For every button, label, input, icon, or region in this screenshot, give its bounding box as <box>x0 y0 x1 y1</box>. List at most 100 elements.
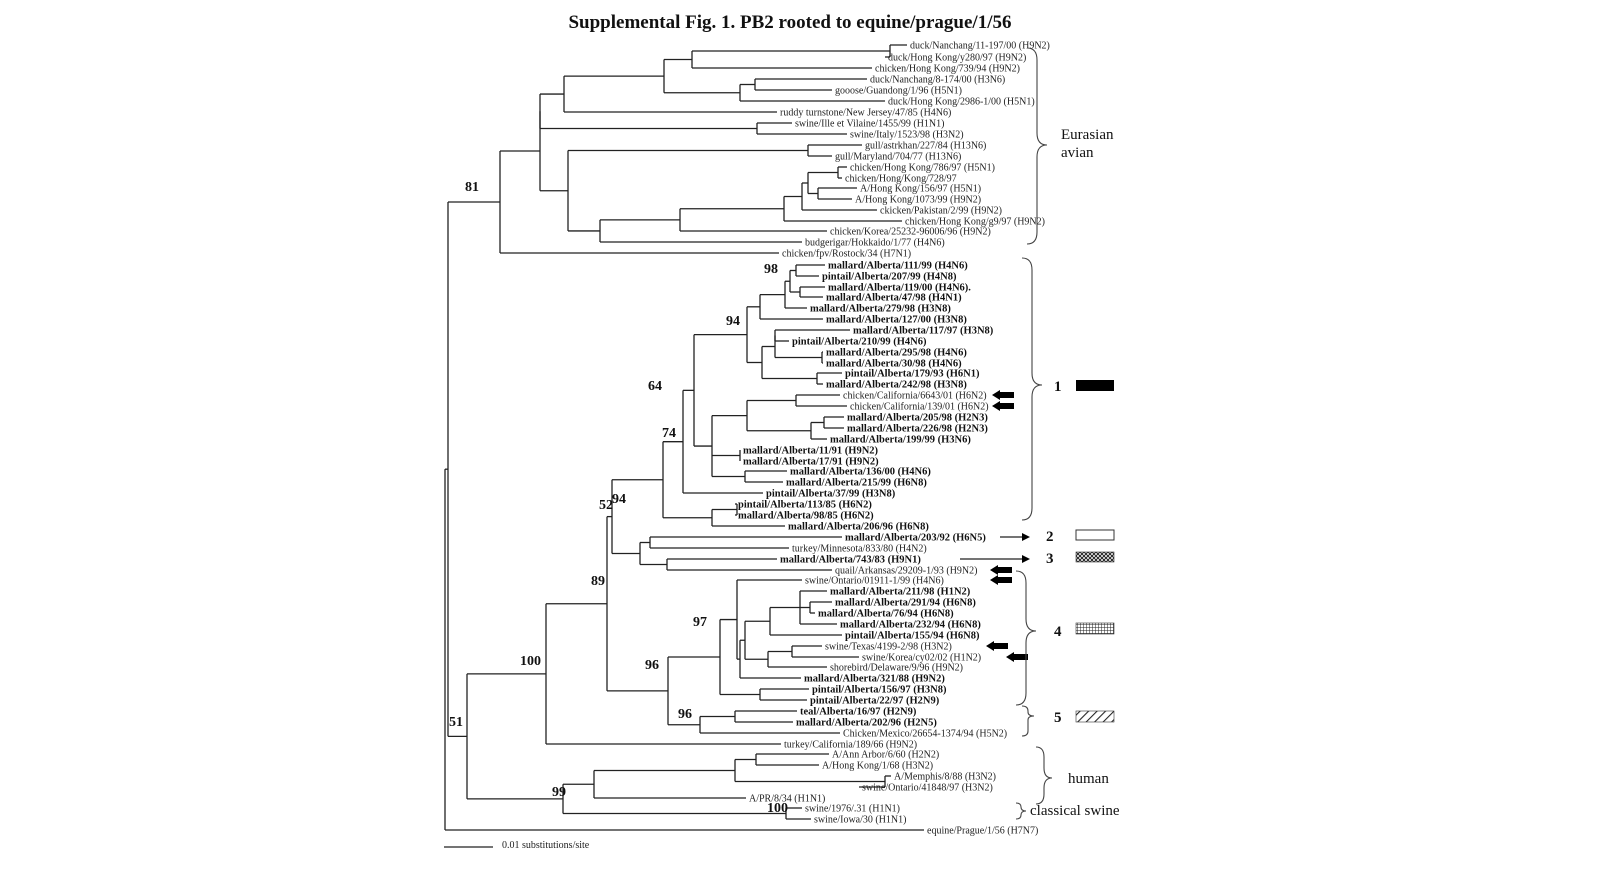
brace-classical-swine <box>1015 802 1027 820</box>
leaf-label: turkey/California/189/66 (H9N2) <box>784 740 917 751</box>
leaf-label: A/Hong Kong/1073/99 (H9N2) <box>855 195 981 206</box>
leaf-label: gooose/Guandong/1/96 (H5N1) <box>835 86 962 97</box>
leaf-label: A/Hong Kong/1/68 (H3N2) <box>822 761 933 772</box>
leaf-label: A/Hong Kong/156/97 (H5N1) <box>860 184 981 195</box>
leaf-label: chicken/California/139/01 (H6N2) <box>850 402 989 413</box>
leaf-label: mallard/Alberta/47/98 (H4N1) <box>826 293 962 304</box>
leaf-label: swine/Ille et Vilaine/1455/99 (H1N1) <box>795 119 944 130</box>
leaf-label: mallard/Alberta/232/94 (H6N8) <box>840 620 981 631</box>
brace-group-4 <box>1015 570 1037 706</box>
leaf-label: mallard/Alberta/321/88 (H9N2) <box>804 674 945 685</box>
group-label-human: human <box>1068 771 1109 787</box>
group-number-4: 4 <box>1054 624 1062 640</box>
left-arrow-icon <box>990 565 1012 575</box>
leaf-label: chicken/Korea/25232-96006/96 (H9N2) <box>830 227 991 238</box>
leaf-label: swine/Texas/4199-2/98 (H3N2) <box>825 642 952 653</box>
leaf-label: mallard/Alberta/30/98 (H4N6) <box>826 359 962 370</box>
leaf-label: A/Ann Arbor/6/60 (H2N2) <box>832 750 939 761</box>
brace-group-1 <box>1021 257 1043 521</box>
leaf-label: A/Memphis/8/88 (H3N2) <box>894 772 996 783</box>
leaf-label: chicken/fpv/Rostock/34 (H7N1) <box>782 249 911 260</box>
leaf-label: mallard/Alberta/242/98 (H3N8) <box>826 380 967 391</box>
leaf-label: mallard/Alberta/211/98 (H1N2) <box>830 587 971 598</box>
leaf-label: mallard/Alberta/206/96 (H6N8) <box>788 522 929 533</box>
leaf-label: chicken/Hong/Kong/728/97 <box>845 174 957 185</box>
group-annotations: Eurasian avian 1 2 3 4 5 human classical… <box>1015 47 1120 820</box>
right-arrow-icon <box>1022 555 1030 563</box>
leaf-label: mallard/Alberta/279/98 (H3N8) <box>810 304 951 315</box>
leaf-label: pintail/Alberta/156/97 (H3N8) <box>812 685 947 696</box>
group-2-swatch-empty <box>1075 529 1115 541</box>
leaf-label: A/PR/8/34 (H1N1) <box>749 794 825 805</box>
leaf-label: pintail/Alberta/179/93 (H6N1) <box>845 369 980 380</box>
leaf-label: mallard/Alberta/291/94 (H6N8) <box>835 598 976 609</box>
left-arrow-icon <box>1006 652 1028 662</box>
left-arrow-icon <box>990 575 1012 585</box>
leaf-label: mallard/Alberta/295/98 (H4N6) <box>826 348 967 359</box>
leaf-label: mallard/Alberta/76/94 (H6N8) <box>818 609 954 620</box>
bootstrap-value: 89 <box>591 574 605 589</box>
group-number-2: 2 <box>1046 529 1054 545</box>
figure-title: Supplemental Fig. 1. PB2 rooted to equin… <box>568 12 1011 33</box>
leaf-label: mallard/Alberta/98/85 (H6N2) <box>738 511 874 522</box>
leaf-label: mallard/Alberta/111/99 (H4N6) <box>828 261 968 272</box>
leaf-label: mallard/Alberta/203/92 (H6N5) <box>845 533 986 544</box>
leaf-label: gull/Maryland/704/77 (H13N6) <box>835 152 961 163</box>
leaf-label: ruddy turnstone/New Jersey/47/85 (H4N6) <box>780 108 951 119</box>
bootstrap-value: 74 <box>662 426 676 441</box>
bootstrap-value: 81 <box>465 180 479 195</box>
leaf-label: duck/Nanchang/11-197/00 (H9N2) <box>910 41 1050 52</box>
leaf-label: teal/Alberta/16/97 (H2N9) <box>800 707 917 718</box>
group-3-swatch-crosshatch <box>1075 551 1115 563</box>
leaf-label: duck/Nanchang/8-174/00 (H3N6) <box>870 75 1005 86</box>
leaf-label: mallard/Alberta/205/98 (H2N3) <box>847 413 988 424</box>
leaf-label: swine/Ontario/01911-1/99 (H4N6) <box>805 576 944 587</box>
leaf-label: gull/astrkhan/227/84 (H13N6) <box>865 141 986 152</box>
leaf-label: mallard/Alberta/202/96 (H2N5) <box>796 718 937 729</box>
bootstrap-value: 100 <box>520 654 541 669</box>
brace-human <box>1035 746 1053 805</box>
group-label-eurasian: Eurasian <box>1061 127 1114 143</box>
bootstrap-value: 99 <box>552 785 566 800</box>
leaf-label: mallard/Alberta/136/00 (H4N6) <box>790 467 931 478</box>
leaf-label: pintail/Alberta/155/94 (H6N8) <box>845 631 980 642</box>
bootstrap-value: 98 <box>764 262 778 277</box>
leaf-label: swine/Korea/cy02/02 (H1N2) <box>862 653 981 664</box>
left-arrow-icon <box>992 401 1014 411</box>
leaf-label: swine/1976/.31 (H1N1) <box>805 804 900 815</box>
bootstrap-value: 52 <box>599 498 613 513</box>
bootstrap-value: 96 <box>645 658 659 673</box>
leaf-labels: duck/Nanchang/11-197/00 (H9N2)duck/Hong … <box>738 41 1050 837</box>
right-arrow-icon <box>1022 533 1030 541</box>
leaf-label: mallard/Alberta/11/91 (H9N2) <box>743 446 879 457</box>
leaf-label: duck/Hong Kong/2986-1/00 (H5N1) <box>888 97 1035 108</box>
group-number-3: 3 <box>1046 551 1054 567</box>
leaf-label: chicken/Hong Kong/786/97 (H5N1) <box>850 163 995 174</box>
leaf-label: mallard/Alberta/743/83 (H9N1) <box>780 555 921 566</box>
leaf-label: pintail/Alberta/37/99 (H3N8) <box>766 489 896 500</box>
leaf-label: pintail/Alberta/210/99 (H4N6) <box>792 337 927 348</box>
bootstrap-value: 64 <box>648 379 662 394</box>
leaf-label: mallard/Alberta/226/98 (H2N3) <box>847 424 988 435</box>
brace-eurasian-avian <box>1026 47 1048 245</box>
leaf-label: quail/Arkansas/29209-1/93 (H9N2) <box>835 566 977 577</box>
leaf-label: duck/Hong Kong/y280/97 (H9N2) <box>888 53 1026 64</box>
leaf-label: pintail/Alberta/22/97 (H2N9) <box>810 696 940 707</box>
leaf-label: equine/Prague/1/56 (H7N7) <box>927 826 1038 837</box>
leaf-label: swine/Italy/1523/98 (H3N2) <box>850 130 964 141</box>
bootstrap-value: 97 <box>693 615 707 630</box>
leaf-label: Chicken/Mexico/26654-1374/94 (H5N2) <box>843 729 1007 740</box>
leaf-label: swine/Iowa/30 (H1N1) <box>814 815 906 826</box>
leaf-label: mallard/Alberta/199/99 (H3N6) <box>830 435 971 446</box>
bootstrap-value: 100 <box>767 801 788 816</box>
bootstrap-value: 96 <box>678 707 692 722</box>
bootstrap-value: 94 <box>612 492 626 507</box>
leaf-label: mallard/Alberta/119/00 (H4N6). <box>828 283 971 294</box>
leaf-label: shorebird/Delaware/9/96 (H9N2) <box>830 663 963 674</box>
group-4-swatch-grid <box>1075 622 1115 635</box>
left-arrow-icon <box>986 641 1008 651</box>
group-5-swatch-diagonal <box>1075 710 1115 723</box>
group-1-swatch-solid <box>1076 380 1114 391</box>
scale-bar-label: 0.01 substitutions/site <box>502 840 590 851</box>
leaf-label: pintail/Alberta/113/85 (H6N2) <box>738 500 872 511</box>
